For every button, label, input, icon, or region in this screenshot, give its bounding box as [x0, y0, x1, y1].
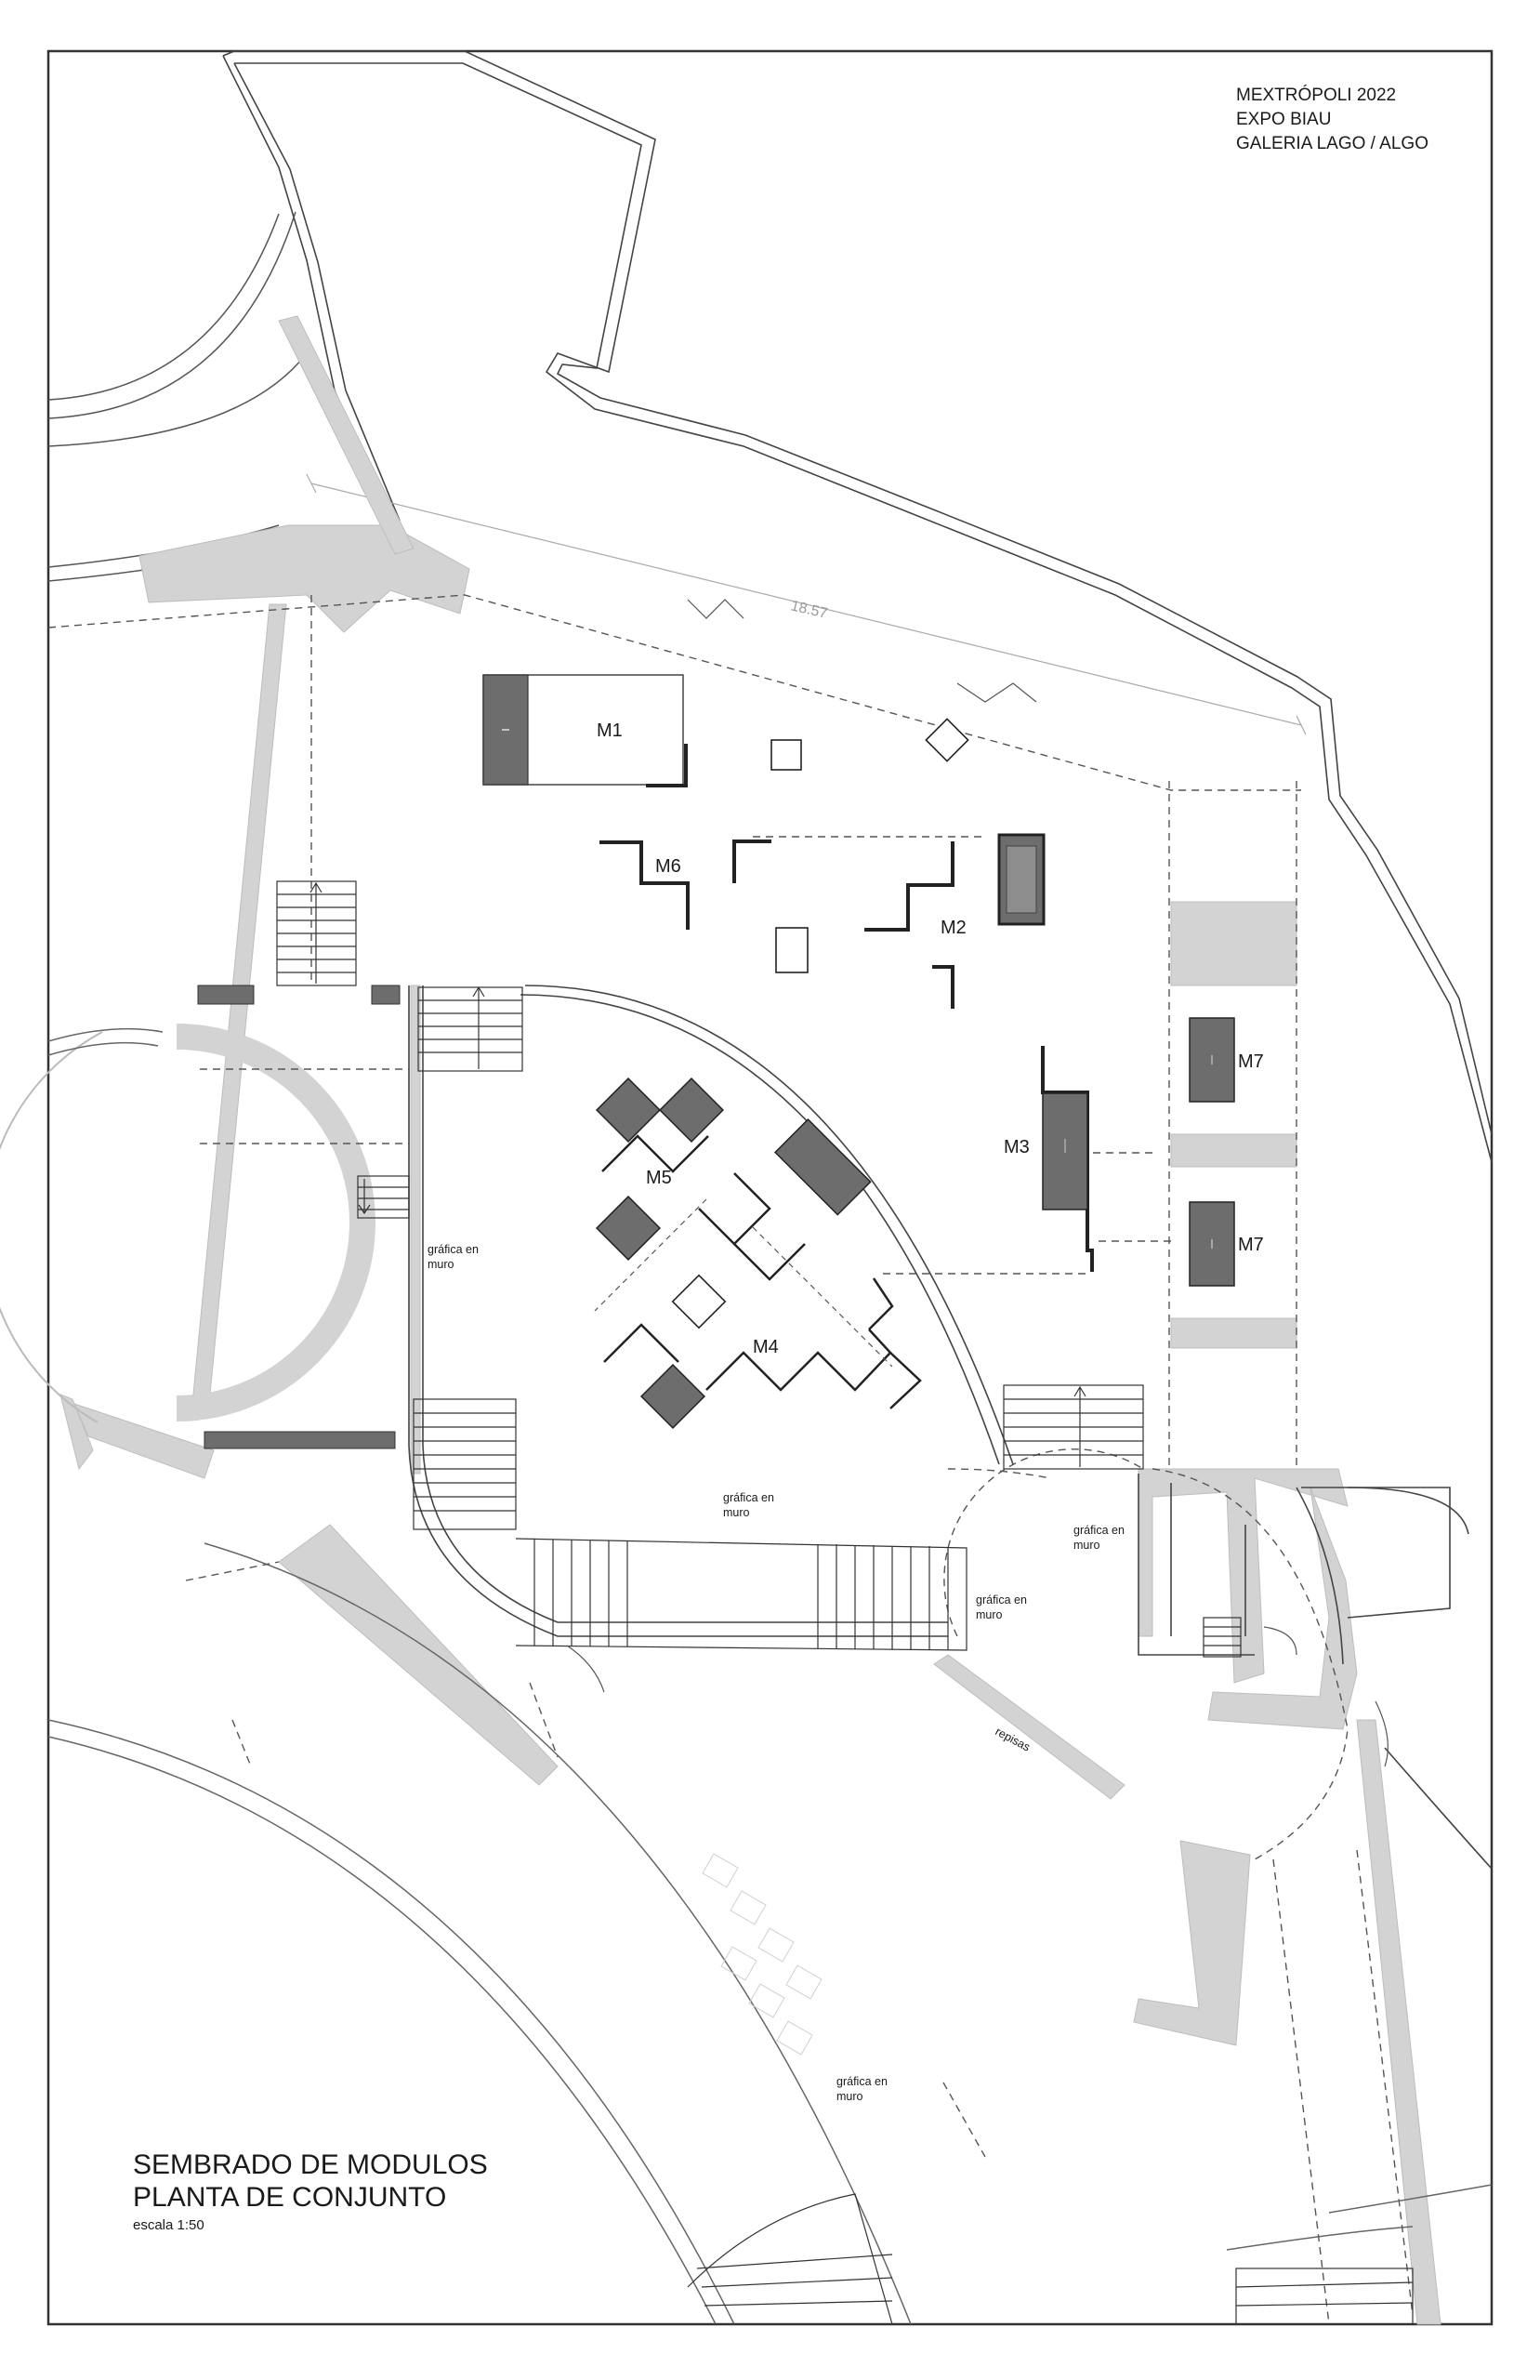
note-grafica-2a: gráfica en: [723, 1491, 774, 1504]
module-m6-panels: [599, 744, 771, 930]
note-grafica-1b: muro: [428, 1258, 454, 1271]
doors: [566, 599, 1389, 1767]
title-scale: escala 1:50: [133, 2217, 204, 2233]
note-grafica-4b: muro: [976, 1608, 1003, 1621]
note-grafica-1a: gráfica en: [428, 1243, 479, 1256]
label-m2: M2: [941, 918, 967, 938]
note-grafica-2b: muro: [723, 1506, 750, 1519]
dark-wall-blocks: [197, 985, 401, 1449]
label-m7-b: M7: [1238, 1235, 1264, 1255]
dimension-label: 18.57: [789, 598, 829, 622]
header-line-3: GALERIA LAGO / ALGO: [1236, 134, 1428, 153]
plaza-furniture: [702, 1853, 823, 2056]
note-grafica-3b: muro: [1073, 1539, 1100, 1552]
structural-walls: [59, 315, 1441, 2325]
note-grafica-4a: gráfica en: [976, 1593, 1027, 1606]
stairs: [276, 880, 1414, 2325]
title-line-1: SEMBRADO DE MODULOS: [133, 2149, 488, 2180]
note-grafica-5a: gráfica en: [836, 2075, 888, 2088]
pedestals: [671, 718, 969, 1329]
header-line-1: MEXTRÓPOLI 2022: [1236, 85, 1396, 105]
header-line-2: EXPO BIAU: [1236, 110, 1331, 129]
dimension-line: [306, 473, 1307, 735]
label-m3: M3: [1004, 1137, 1030, 1157]
label-m7-a: M7: [1238, 1051, 1264, 1072]
label-m4: M4: [753, 1337, 779, 1357]
label-m1: M1: [597, 721, 623, 741]
label-m5: M5: [646, 1168, 672, 1188]
label-m6: M6: [655, 856, 681, 877]
dashed-lines: [47, 594, 1414, 2325]
note-grafica-5b: muro: [836, 2090, 863, 2103]
stair-arrows: [309, 881, 1086, 1467]
module-m2: [864, 833, 1046, 1009]
note-grafica-3a: gráfica en: [1073, 1524, 1125, 1537]
module-m1: [482, 674, 684, 786]
module-m5-m4-tables: [595, 1077, 872, 1430]
module-m4-dashes: [594, 1198, 893, 1368]
module-m3: [1041, 1046, 1094, 1272]
module-m5-m4-walls: [601, 1134, 922, 1409]
upper-left-curves: [47, 211, 308, 582]
lower-arcs: [47, 1542, 1493, 2325]
ring-walls: [0, 1024, 375, 1423]
interior-walls: [408, 985, 1493, 1870]
title-line-2: PLANTA DE CONJUNTO: [133, 2182, 446, 2213]
